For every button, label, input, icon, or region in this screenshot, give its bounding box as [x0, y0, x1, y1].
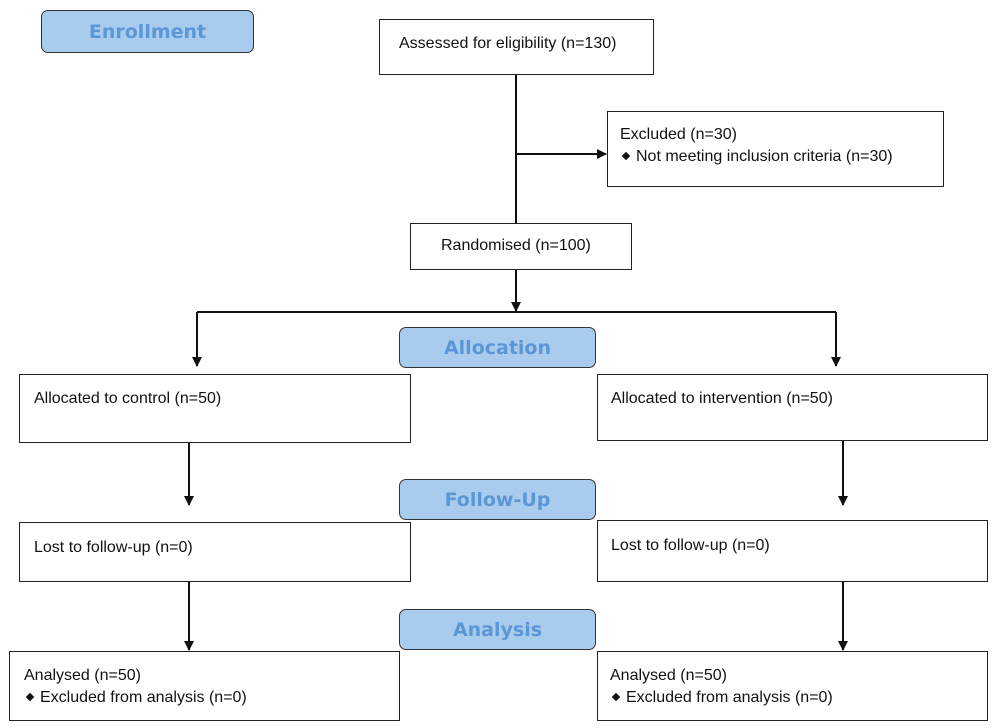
stage-allocation-label: Allocation: [443, 336, 552, 359]
analysed-intervention-title: Analysed (n=50): [610, 667, 727, 684]
analysed-intervention-bullet-line: Excluded from analysis (n=0): [610, 687, 987, 709]
bullet-diamond-icon: [611, 692, 621, 702]
allocated-intervention-box: Allocated to intervention (n=50): [597, 374, 988, 441]
excluded-title: Excluded (n=30): [620, 126, 737, 143]
analysed-control-box: Analysed (n=50) Excluded from analysis (…: [9, 651, 400, 721]
analysed-intervention-bullet-text: Excluded from analysis (n=0): [626, 689, 833, 706]
stage-enrollment: Enrollment: [41, 10, 254, 53]
excluded-bullet-line: Not meeting inclusion criteria (n=30): [620, 146, 943, 168]
stage-analysis: Analysis: [399, 609, 596, 650]
excluded-box: Excluded (n=30) Not meeting inclusion cr…: [607, 111, 944, 187]
lost-intervention-box: Lost to follow-up (n=0): [597, 520, 988, 582]
excluded-bullet-text: Not meeting inclusion criteria (n=30): [636, 148, 893, 165]
stage-analysis-label: Analysis: [452, 618, 543, 641]
randomised-text: Randomised (n=100): [441, 237, 591, 254]
stage-follow-up-label: Follow-Up: [444, 488, 551, 511]
assessed-box: Assessed for eligibility (n=130): [379, 19, 654, 75]
lost-control-box: Lost to follow-up (n=0): [19, 522, 411, 582]
allocated-control-text: Allocated to control (n=50): [34, 390, 222, 407]
allocated-intervention-text: Allocated to intervention (n=50): [611, 390, 833, 407]
randomised-box: Randomised (n=100): [410, 223, 632, 270]
lost-control-text: Lost to follow-up (n=0): [34, 539, 193, 556]
stage-allocation: Allocation: [399, 327, 596, 368]
analysed-intervention-box: Analysed (n=50) Excluded from analysis (…: [597, 651, 988, 721]
assessed-text: Assessed for eligibility (n=130): [399, 35, 617, 52]
stage-follow-up: Follow-Up: [399, 479, 596, 520]
bullet-diamond-icon: [25, 692, 35, 702]
analysed-control-title: Analysed (n=50): [24, 667, 141, 684]
lost-intervention-text: Lost to follow-up (n=0): [611, 537, 770, 554]
bullet-diamond-icon: [621, 151, 631, 161]
allocated-control-box: Allocated to control (n=50): [19, 374, 411, 443]
analysed-control-bullet-line: Excluded from analysis (n=0): [24, 687, 399, 709]
analysed-control-bullet-text: Excluded from analysis (n=0): [40, 689, 247, 706]
stage-enrollment-label: Enrollment: [88, 20, 207, 43]
